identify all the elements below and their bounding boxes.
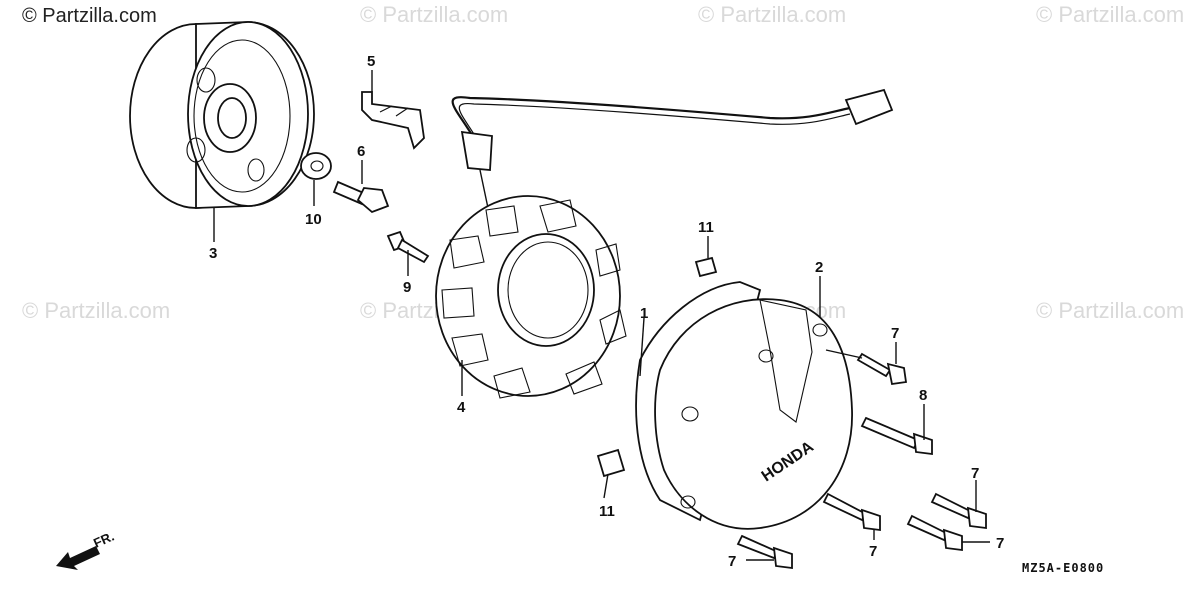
callout-6: 6 (357, 143, 365, 160)
callout-7: 7 (869, 543, 877, 560)
wire-harness-part[interactable] (451, 88, 894, 217)
bolt-part[interactable] (386, 230, 430, 264)
flywheel-rotor-part[interactable] (129, 21, 315, 209)
callout-5: 5 (367, 53, 375, 70)
front-arrow-label: FR. (91, 529, 116, 551)
bolt-part[interactable] (906, 514, 963, 552)
clamp-part[interactable] (361, 91, 425, 150)
callout-7: 7 (996, 535, 1004, 552)
stator-part[interactable] (435, 195, 627, 399)
dowel-pin-part[interactable] (694, 256, 718, 278)
callout-7: 7 (891, 325, 899, 342)
watermark: © Partzilla.com (22, 298, 170, 323)
diagram-code: MZ5A-E0800 (1022, 561, 1104, 575)
bolt-part[interactable] (332, 180, 390, 214)
front-direction-arrow: FR. (56, 529, 116, 570)
bolt-part[interactable] (930, 492, 987, 530)
watermark-main: © Partzilla.com (22, 5, 157, 27)
callout-3: 3 (209, 245, 217, 262)
leader-lines (213, 70, 990, 561)
left-crankcase-cover-part[interactable]: HONDA (654, 298, 853, 530)
washer-part[interactable] (300, 152, 332, 180)
callout-11: 11 (599, 503, 615, 520)
bolt-part[interactable] (856, 352, 908, 386)
callout-9: 9 (403, 279, 411, 296)
bolt-part[interactable] (822, 492, 881, 532)
watermark: © Partzilla.com (1036, 298, 1184, 323)
bolt-part[interactable] (860, 416, 933, 456)
callout-8: 8 (919, 387, 927, 404)
callout-7: 7 (728, 553, 736, 570)
watermark: © Partzilla.com (360, 2, 508, 27)
bolt-part[interactable] (736, 534, 793, 570)
callout-1: 1 (640, 305, 648, 322)
dowel-pin-part[interactable] (596, 448, 626, 478)
callout-10: 10 (305, 211, 322, 228)
callout-4: 4 (457, 399, 466, 416)
watermark: © Partzilla.com (1036, 2, 1184, 27)
front-arrow-icon (56, 546, 100, 570)
watermark: © Partzilla.com (698, 2, 846, 27)
callout-11: 11 (698, 219, 714, 236)
callout-7: 7 (971, 465, 979, 482)
callout-2: 2 (815, 259, 823, 276)
